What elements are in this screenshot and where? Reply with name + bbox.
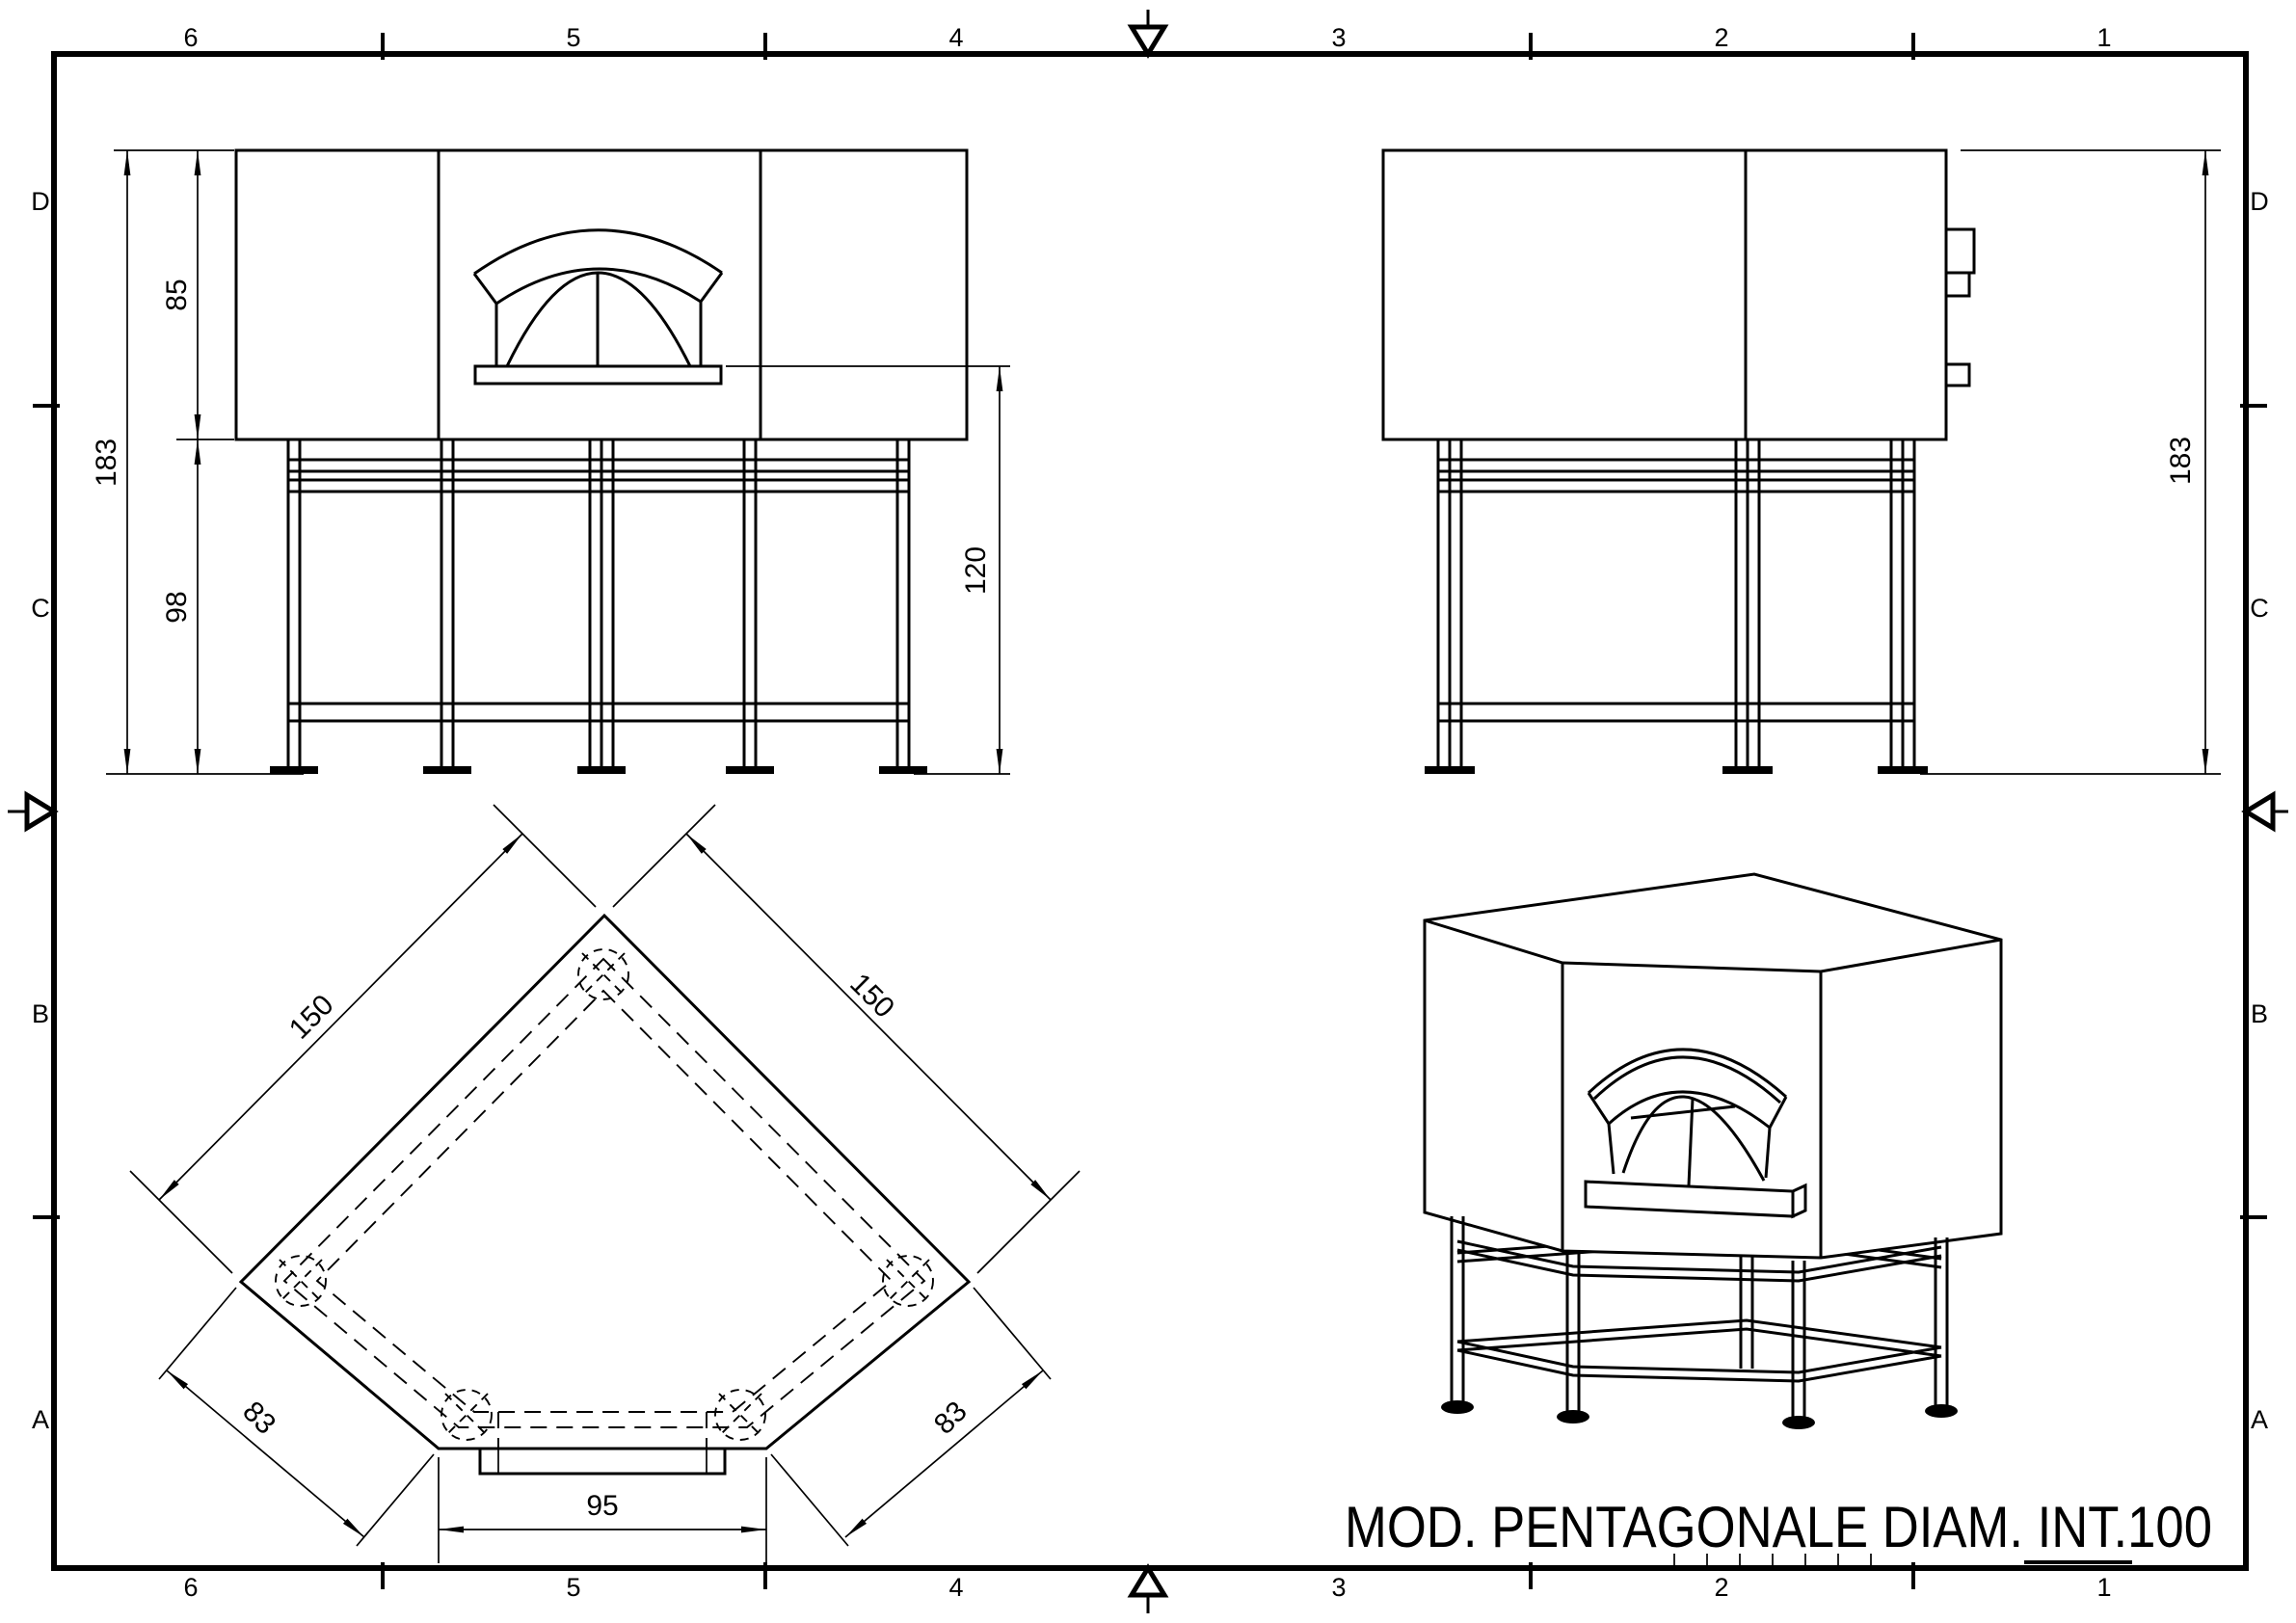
front-dimensions: 183 85 98 120 — [91, 149, 1010, 775]
column-label: 1 — [2096, 23, 2111, 52]
foot — [1557, 1410, 1589, 1423]
foot — [726, 766, 774, 774]
column-label: 6 — [183, 1573, 198, 1602]
frame-row-labels-left: D C B A — [31, 187, 50, 1434]
scale-ticks — [1673, 1554, 2132, 1568]
iso-mouth-arch — [1584, 1048, 1807, 1219]
alignment-arrow-left-icon — [8, 790, 59, 833]
row-label: A — [32, 1405, 49, 1434]
foot — [1878, 766, 1928, 774]
frame: 6 5 4 3 2 1 6 5 4 3 2 1 D C B A D C B A — [8, 10, 2288, 1613]
foot — [1722, 766, 1773, 774]
column-label: 6 — [183, 23, 198, 52]
side-dimensions: 183 — [1920, 149, 2221, 775]
column-label: 5 — [566, 23, 580, 52]
column-label: 4 — [948, 23, 963, 52]
hidden-frame-outer — [282, 957, 926, 1428]
alignment-arrow-top-icon — [1127, 10, 1169, 59]
column-label: 3 — [1331, 1573, 1346, 1602]
foot — [577, 766, 626, 774]
foot — [270, 766, 318, 774]
foot — [1925, 1404, 1958, 1418]
foot — [1441, 1400, 1474, 1414]
row-label: C — [2250, 594, 2269, 623]
dimension-label: 95 — [586, 1490, 618, 1522]
frame-row-ticks — [33, 404, 2267, 1219]
iso-view — [1423, 872, 2003, 1429]
foot — [423, 766, 471, 774]
alignment-arrow-bottom-icon — [1127, 1563, 1169, 1613]
drawing-title: MOD. PENTAGONALE DIAM. INT.100 — [1345, 1495, 2212, 1559]
column-label: 2 — [1714, 1573, 1728, 1602]
row-label: D — [31, 187, 50, 216]
mouth-shelf-front — [473, 364, 723, 386]
dimension-label: 183 — [91, 439, 122, 487]
frame-column-labels-top: 6 5 4 3 2 1 — [183, 23, 2111, 52]
row-label: B — [32, 999, 49, 1028]
frame-column-ticks — [381, 33, 1915, 1589]
alignment-arrow-right-icon — [2241, 790, 2288, 833]
dimension-label: 83 — [928, 1396, 974, 1441]
dimension-label: 120 — [960, 546, 992, 595]
column-label: 3 — [1331, 23, 1346, 52]
column-label: 5 — [566, 1573, 580, 1602]
plan-view: 150 150 83 83 95 — [129, 804, 1081, 1563]
oven-body-front — [234, 148, 969, 441]
dimension-label: 98 — [161, 591, 193, 623]
foot — [879, 766, 927, 774]
foot — [1425, 766, 1475, 774]
alignment-markers — [8, 10, 2288, 1613]
frame-column-labels-bottom: 6 5 4 3 2 1 — [183, 1573, 2111, 1602]
flue-connector — [1944, 362, 1971, 387]
front-view: 183 85 98 120 — [91, 148, 1010, 775]
dimension-label: 183 — [2165, 437, 2197, 485]
column-label: 4 — [948, 1573, 963, 1602]
mouth-shelf-plan — [478, 1447, 727, 1476]
iso-oven-body — [1423, 872, 2003, 1260]
flue-connector — [1944, 271, 1971, 298]
row-label: C — [31, 594, 50, 623]
column-label: 2 — [1714, 23, 1728, 52]
oven-body-side — [1381, 148, 1976, 441]
frame-border — [51, 51, 2249, 1571]
row-label: A — [2251, 1405, 2268, 1434]
oven-mouth-arch-front — [472, 228, 724, 386]
dimension-label: 150 — [283, 989, 340, 1046]
foot — [1782, 1416, 1815, 1429]
column-label: 1 — [2096, 1573, 2111, 1602]
dimension-label: 150 — [843, 968, 900, 1024]
hidden-frame-inner — [315, 989, 894, 1413]
iso-stand — [1441, 1216, 1958, 1429]
dimension-label: 85 — [161, 279, 193, 310]
flue-connector — [1944, 227, 1976, 275]
dimension-label: 83 — [236, 1396, 281, 1441]
leg-circles — [275, 948, 934, 1441]
stand-side — [1425, 439, 1928, 774]
side-view: 183 — [1381, 148, 2221, 775]
frame-row-labels-right: D C B A — [2250, 187, 2269, 1434]
row-label: D — [2250, 187, 2269, 216]
stand-front — [270, 439, 927, 774]
row-label: B — [2251, 999, 2268, 1028]
